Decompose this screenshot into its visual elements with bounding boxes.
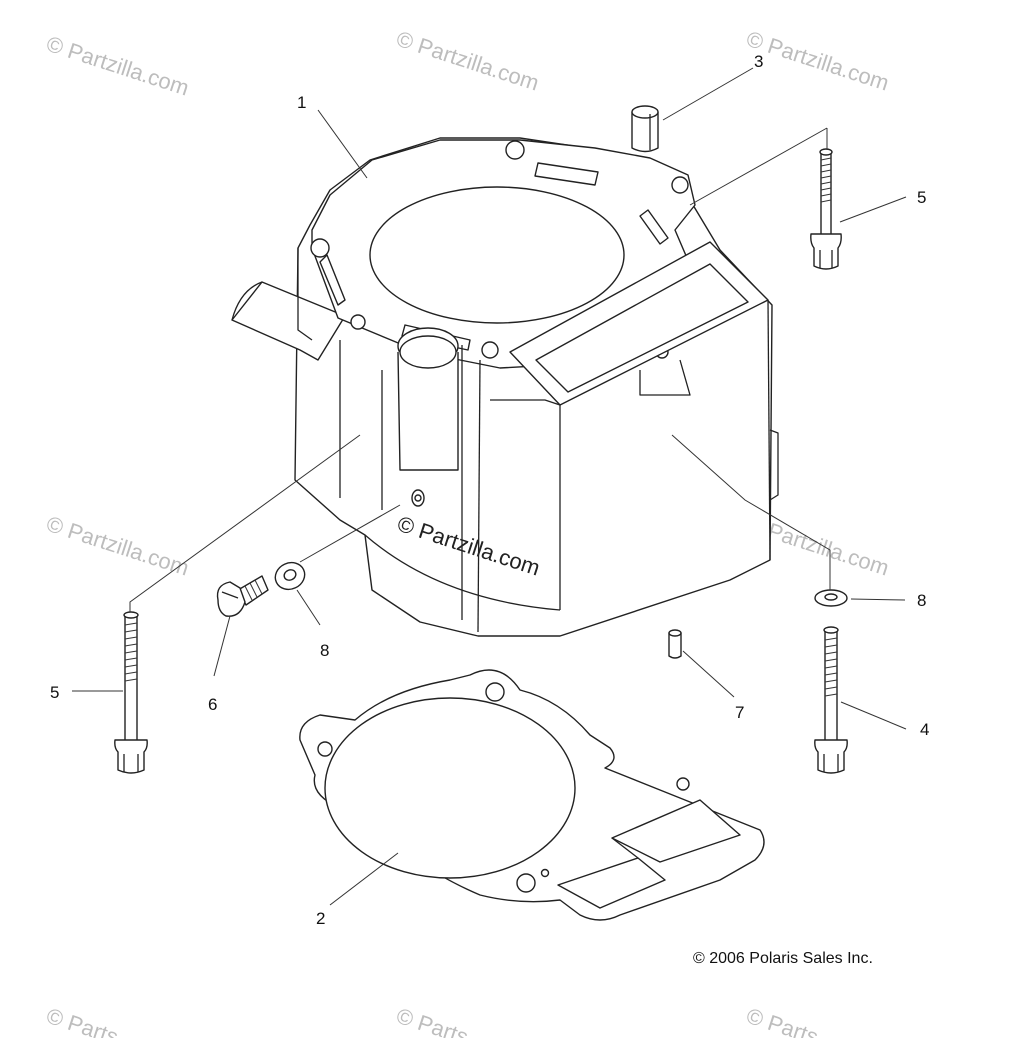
callout-1: 1: [297, 93, 306, 112]
leader-line: [299, 504, 401, 563]
watermark: © Parts: [43, 1003, 121, 1038]
callout-7: 7: [735, 703, 744, 722]
washer-part: [814, 589, 848, 607]
watermark: © Partzilla.com: [393, 26, 542, 96]
watermark: © Partzilla.com: [43, 511, 192, 581]
watermark: © Partzilla.com: [43, 31, 192, 101]
callout-5: 5: [50, 683, 59, 702]
leader-line: [129, 434, 361, 612]
dowel-sleeve-part: [631, 105, 659, 153]
watermark: © Parts: [393, 1003, 471, 1038]
leader-line: [839, 196, 907, 223]
leader-line: [682, 650, 735, 698]
banjo-bolt-part: [216, 575, 269, 617]
callout-4: 4: [920, 720, 929, 739]
callout-8: 8: [917, 591, 926, 610]
watermark: © Partzilla.com: [743, 26, 892, 96]
copyright-notice: © 2006 Polaris Sales Inc.: [693, 950, 873, 967]
cylinder-part: [231, 137, 779, 637]
base-gasket-part: [299, 669, 765, 921]
leader-line: [689, 127, 828, 206]
leader-line: [296, 589, 321, 626]
leader-line: [662, 67, 754, 121]
leader-line: [850, 598, 906, 601]
leader-line: [317, 109, 368, 179]
pin-part: [668, 629, 682, 659]
bolt-part: [814, 626, 848, 774]
callout-8: 8: [320, 641, 329, 660]
bolt-part: [114, 611, 148, 774]
watermark: © Parts: [743, 1003, 821, 1038]
leader-line: [671, 434, 831, 590]
callout-6: 6: [208, 695, 217, 714]
leader-line: [840, 701, 907, 730]
bolt-part: [810, 148, 842, 270]
washer-part: [274, 561, 306, 591]
leader-line: [329, 852, 399, 906]
leader-line: [213, 615, 231, 677]
callout-3: 3: [754, 52, 763, 71]
callout-5: 5: [917, 188, 926, 207]
callout-2: 2: [316, 909, 325, 928]
